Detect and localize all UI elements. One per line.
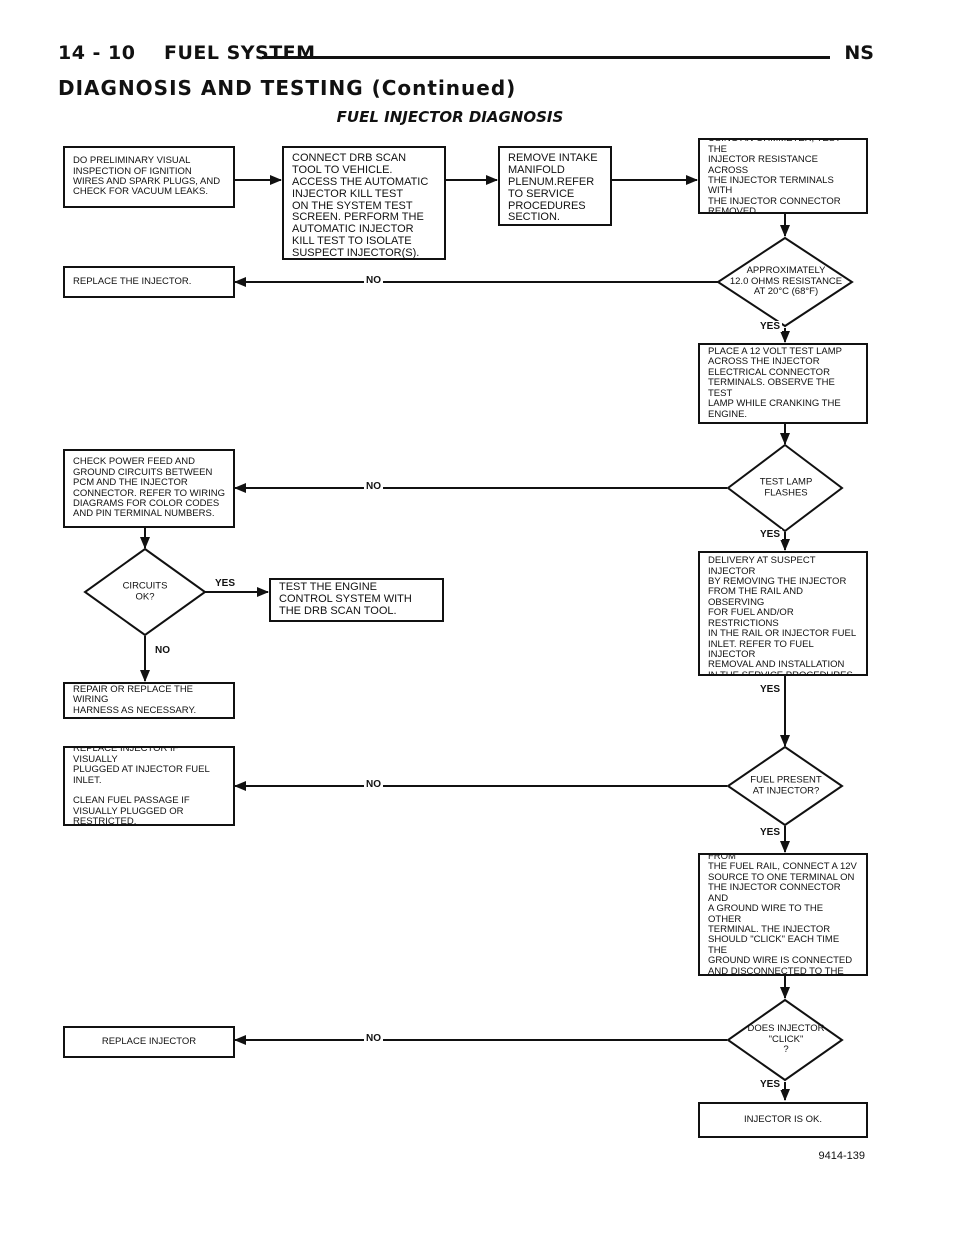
box-text: REPAIR OR REPLACE THE WIRING HARNESS AS … <box>73 683 197 716</box>
decision-circuits-ok <box>83 547 207 637</box>
decision-circuits-ok-text: CIRCUITS OK? <box>122 580 168 602</box>
box-replace-injector: REPLACE INJECTOR <box>63 1026 235 1058</box>
box-text: PLACE A 12 VOLT TEST LAMP ACROSS THE INJ… <box>708 345 842 420</box>
label-yes-click: YES <box>758 1079 783 1090</box>
label-yes-lamp: YES <box>758 529 783 540</box>
box-connect-12v-source: WITH INJECTOR REMOVED FROM THE FUEL RAIL… <box>698 853 868 976</box>
header-rule <box>262 56 830 59</box>
box-connect-drb-scan: CONNECT DRB SCAN TOOL TO VEHICLE. ACCESS… <box>282 146 446 260</box>
diagram-title: FUEL INJECTOR DIAGNOSIS <box>336 108 564 126</box>
box-injector-ok: INJECTOR IS OK. <box>698 1102 868 1138</box>
decision-resistance-text: APPROXIMATELY 12.0 OHMS RESISTANCE AT 20… <box>729 265 843 298</box>
label-no-circuits: NO <box>153 645 172 656</box>
box-text: REPLACE INJECTOR IF VISUALLY PLUGGED AT … <box>73 746 210 826</box>
label-no-click: NO <box>364 1033 383 1044</box>
box-text: CIRCUIT IS OK. CHECK FOR FUEL DELIVERY A… <box>708 553 857 676</box>
box-text: REMOVE INTAKE MANIFOLD PLENUM.REFER TO S… <box>508 152 598 224</box>
box-remove-intake: REMOVE INTAKE MANIFOLD PLENUM.REFER TO S… <box>498 146 612 226</box>
box-test-engine-control: TEST THE ENGINE CONTROL SYSTEM WITH THE … <box>269 578 444 622</box>
box-replace-the-injector: REPLACE THE INJECTOR. <box>63 266 235 298</box>
decision-lamp-flashes-text: TEST LAMP FLASHES <box>759 476 813 498</box>
box-text: TEST THE ENGINE CONTROL SYSTEM WITH THE … <box>279 581 412 617</box>
box-preliminary-inspection: DO PRELIMINARY VISUAL INSPECTION OF IGNI… <box>63 146 235 208</box>
subsection-title: DIAGNOSIS AND TESTING (Continued) <box>58 76 517 100</box>
label-yes-fuel: YES <box>758 827 783 838</box>
box-circuit-ok-fuel-delivery: CIRCUIT IS OK. CHECK FOR FUEL DELIVERY A… <box>698 551 868 676</box>
box-replace-plugged-injector: REPLACE INJECTOR IF VISUALLY PLUGGED AT … <box>63 746 235 826</box>
box-text: REPLACE THE INJECTOR. <box>73 275 192 287</box>
box-text: DO PRELIMINARY VISUAL INSPECTION OF IGNI… <box>73 155 221 198</box>
box-ohmmeter-test: USING AN OHMMETER, TEST THE INJECTOR RES… <box>698 138 868 214</box>
label-no-fuel: NO <box>364 779 383 790</box>
decision-does-click-text: DOES INJECTOR "CLICK" ? <box>747 1023 825 1056</box>
label-yes-circuits: YES <box>213 578 238 589</box>
label-no-resistance: NO <box>364 275 383 286</box>
box-text: WITH INJECTOR REMOVED FROM THE FUEL RAIL… <box>708 853 857 976</box>
decision-lamp-flashes <box>726 443 844 533</box>
decision-does-click <box>726 998 844 1082</box>
box-text: INJECTOR IS OK. <box>744 1113 822 1125</box>
box-repair-wiring: REPAIR OR REPLACE THE WIRING HARNESS AS … <box>63 682 235 719</box>
box-test-lamp: PLACE A 12 VOLT TEST LAMP ACROSS THE INJ… <box>698 343 868 424</box>
decision-fuel-present-text: FUEL PRESENT AT INJECTOR? <box>750 774 822 796</box>
page-number: 14 - 10 <box>58 42 136 64</box>
figure-id: 9414-139 <box>818 1150 866 1162</box>
box-text: USING AN OHMMETER, TEST THE INJECTOR RES… <box>708 138 841 214</box>
decision-fuel-present <box>726 745 844 827</box>
box-text: CHECK POWER FEED AND GROUND CIRCUITS BET… <box>73 456 226 520</box>
label-yes-resistance: YES <box>758 321 783 332</box>
decision-resistance <box>716 236 854 328</box>
box-text: REPLACE INJECTOR <box>101 1035 197 1047</box>
label-no-lamp: NO <box>364 481 383 492</box>
box-power-feed: CHECK POWER FEED AND GROUND CIRCUITS BET… <box>63 449 235 528</box>
model-code: NS <box>844 42 874 64</box>
box-text: CONNECT DRB SCAN TOOL TO VEHICLE. ACCESS… <box>292 152 429 259</box>
label-yes-circuit-ok: YES <box>758 684 783 695</box>
